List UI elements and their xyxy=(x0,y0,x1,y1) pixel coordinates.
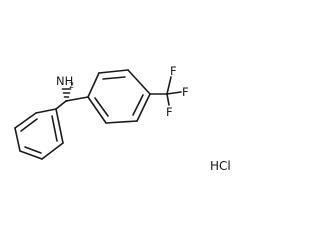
phenyl-bond-6 xyxy=(55,108,64,144)
fluorine-bottom-label: F xyxy=(166,105,173,119)
phenyl-double-1 xyxy=(20,118,38,132)
bond-ch-to-aryl xyxy=(65,96,89,102)
phenyl-ring xyxy=(14,108,64,160)
phenyl-bond-3 xyxy=(14,127,21,152)
aryl-bond-6 xyxy=(87,96,107,124)
fluorine-top-label: F xyxy=(170,64,177,78)
phenyl-double-3 xyxy=(51,115,58,142)
bond-ch-to-phenyl xyxy=(55,100,67,110)
amine-subscript: 2 xyxy=(69,81,74,90)
aryl-bond-3 xyxy=(127,69,151,95)
amine-label: NH 2 xyxy=(56,74,74,90)
phenyl-bond-1 xyxy=(35,108,57,114)
aryl-ring xyxy=(87,69,151,124)
phenyl-double-2 xyxy=(24,146,42,154)
aryl-double-2 xyxy=(132,94,144,116)
aryl-double-1 xyxy=(102,76,126,80)
phenyl-bond-2 xyxy=(14,112,37,129)
aryl-bond-5 xyxy=(105,120,138,124)
aryl-bond-1 xyxy=(87,72,100,98)
aryl-bond-4 xyxy=(136,93,151,122)
phenyl-bond-5 xyxy=(41,142,64,160)
molecule-drawing: NH 2 F F F HCl xyxy=(14,64,231,173)
bond-c-f2 xyxy=(166,91,182,95)
fluorine-right-label: F xyxy=(182,85,189,99)
aryl-bond-2 xyxy=(98,69,129,74)
salt-label: HCl xyxy=(210,159,231,173)
phenyl-bond-4 xyxy=(19,150,43,160)
bond-c-f3 xyxy=(166,93,170,106)
structure-canvas: NH 2 F F F HCl xyxy=(14,64,231,173)
stereo-hash-bond xyxy=(61,88,72,102)
bond-c-f1 xyxy=(166,76,172,95)
amine-n-label: NH xyxy=(56,74,73,88)
aryl-double-3 xyxy=(94,97,109,117)
